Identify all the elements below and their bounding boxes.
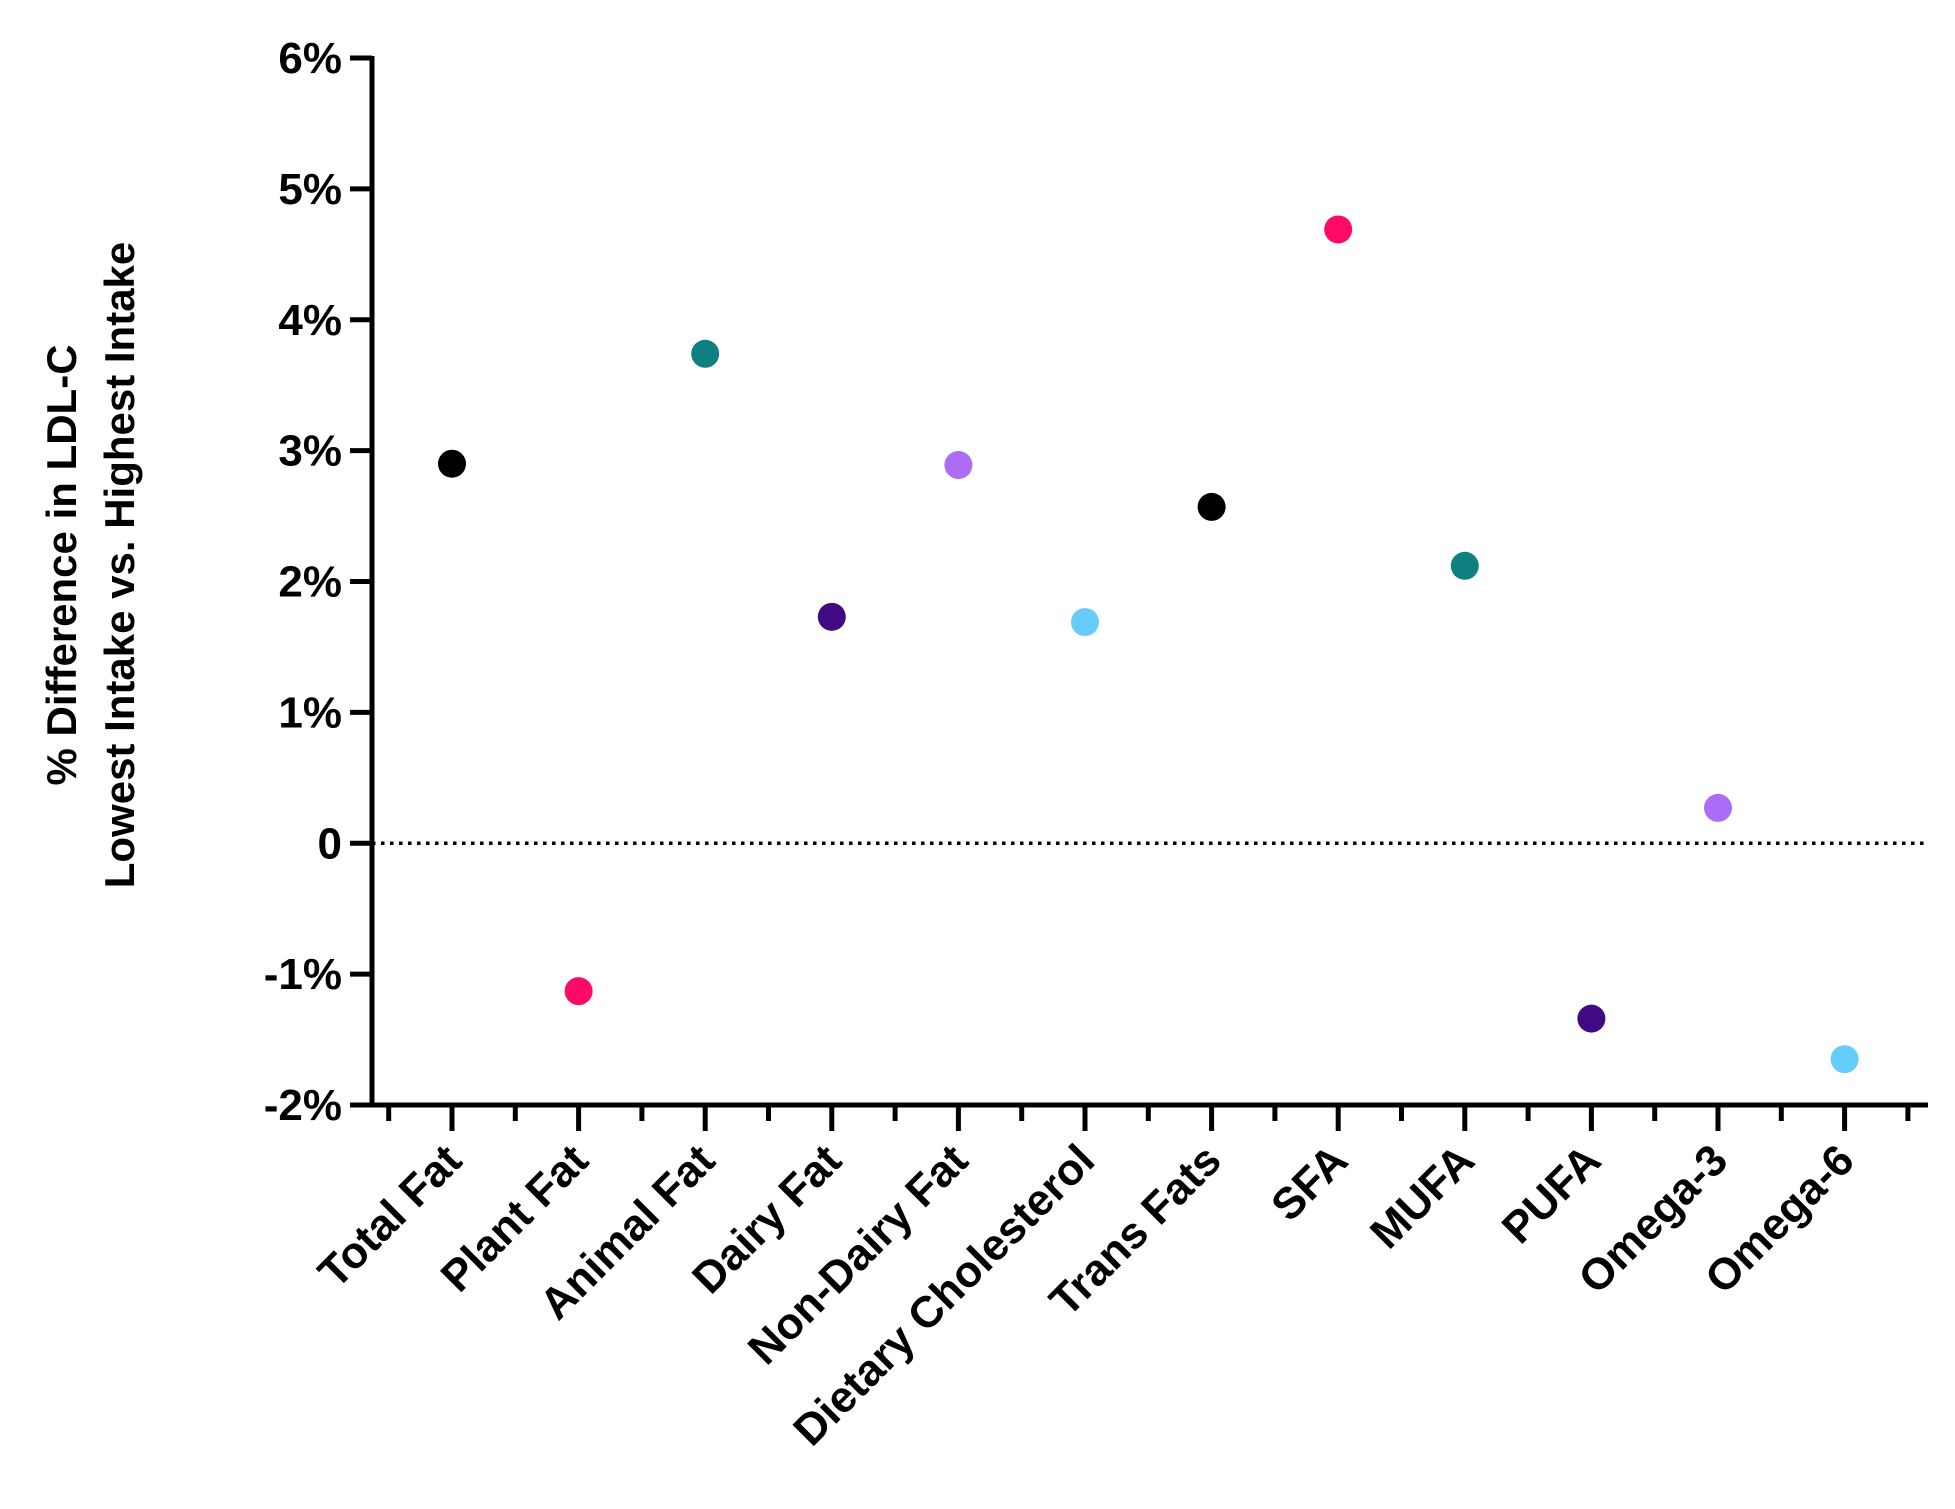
data-point — [1197, 492, 1226, 521]
y-tick-label: 4% — [278, 296, 342, 345]
y-tick-label: 3% — [278, 427, 342, 476]
x-axis-ticks — [386, 1105, 1911, 1131]
y-tick-label: -1% — [264, 950, 342, 999]
y-axis-ticks: -2% -1% 0 1% 2% 3% 4% 5% 6% — [264, 34, 372, 1130]
y-axis-title-line: Lowest Intake vs. Highest Intake — [96, 242, 143, 889]
data-point — [438, 449, 466, 478]
y-tick-label: 1% — [278, 688, 342, 737]
y-tick-label: 6% — [278, 34, 342, 83]
data-point — [691, 339, 720, 368]
y-tick-label: 0 — [318, 819, 342, 868]
x-category-label: Non-Dairy Fat — [739, 1135, 978, 1374]
data-point — [1324, 215, 1353, 244]
x-category-label: PUFA — [1493, 1135, 1611, 1253]
data-point — [944, 451, 973, 480]
x-category-label: MUFA — [1361, 1135, 1484, 1258]
data-points — [438, 215, 1859, 1074]
data-point — [1450, 551, 1479, 580]
y-tick-label: 5% — [278, 165, 342, 214]
axes — [369, 56, 1928, 1108]
y-tick-label: 2% — [278, 558, 342, 607]
y-tick-label: -2% — [264, 1081, 342, 1130]
data-point — [564, 977, 593, 1006]
data-point — [1577, 1004, 1606, 1033]
data-point — [817, 602, 846, 631]
data-point — [1830, 1045, 1859, 1074]
data-point — [1704, 793, 1732, 822]
y-axis-title-line: % Difference in LDL-C — [38, 344, 85, 785]
data-point — [1071, 608, 1099, 637]
x-category-label: SFA — [1262, 1135, 1357, 1230]
